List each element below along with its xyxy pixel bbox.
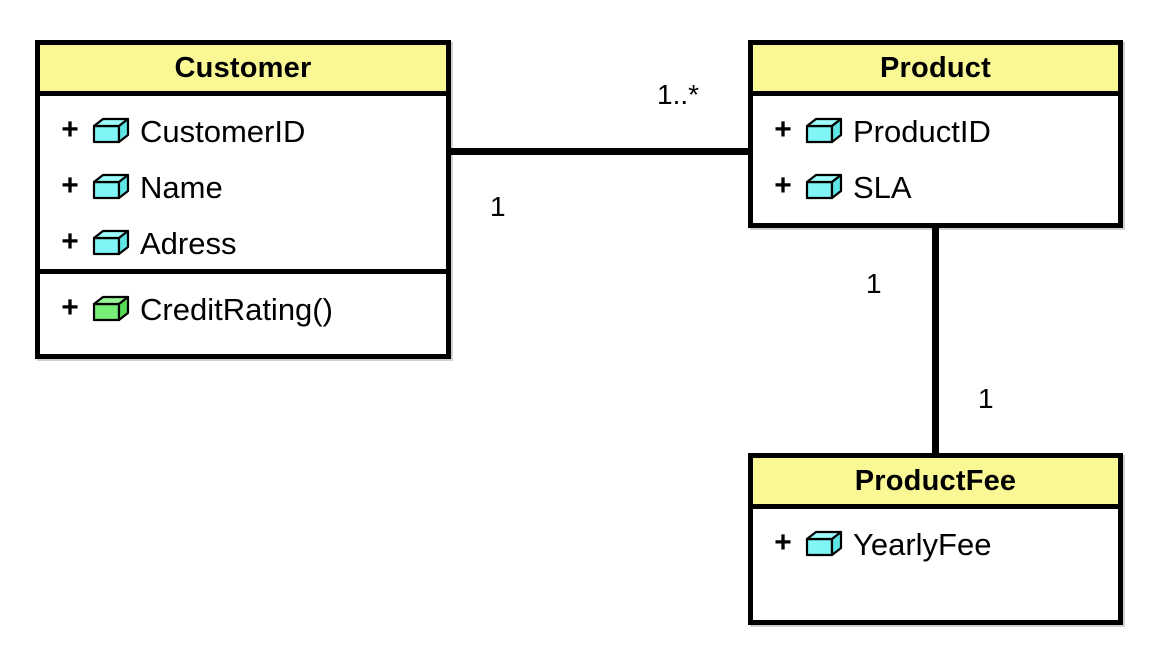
multiplicity-customer-side: 1 <box>490 191 506 222</box>
visibility-public-icon: + <box>61 225 79 258</box>
method-box-icon <box>92 295 132 323</box>
multiplicity-product-side: 1..* <box>657 79 700 110</box>
uml-attribute-label: Adress <box>140 225 237 261</box>
uml-class-productfee-attributes: + YearlyFee <box>753 509 1118 620</box>
uml-class-customer-methods: + CreditRating() <box>40 269 446 349</box>
visibility-public-icon: + <box>774 526 792 559</box>
uml-class-product[interactable]: Product + ProductID + <box>748 40 1123 228</box>
visibility-public-icon: + <box>61 291 79 324</box>
uml-method-label: CreditRating() <box>140 291 333 327</box>
attribute-box-icon <box>92 117 132 145</box>
uml-method-row[interactable]: + CreditRating() <box>40 280 446 336</box>
multiplicity-product-bottom-side: 1 <box>866 268 882 299</box>
uml-attribute-row[interactable]: + CustomerID <box>40 102 446 158</box>
uml-class-product-title: Product <box>753 45 1118 96</box>
attribute-box-icon <box>92 173 132 201</box>
visibility-public-icon: + <box>774 113 792 146</box>
uml-attribute-label: SLA <box>853 169 912 205</box>
visibility-public-icon: + <box>61 169 79 202</box>
uml-attribute-row[interactable]: + ProductID <box>753 102 1118 158</box>
attribute-box-icon <box>92 229 132 257</box>
visibility-public-icon: + <box>61 113 79 146</box>
uml-attribute-label: YearlyFee <box>853 526 992 562</box>
uml-attribute-row[interactable]: + SLA <box>753 158 1118 214</box>
uml-class-customer-attributes: + CustomerID + <box>40 96 446 269</box>
uml-class-customer-title: Customer <box>40 45 446 96</box>
uml-class-productfee-title: ProductFee <box>753 458 1118 509</box>
uml-attribute-row[interactable]: + Adress <box>40 214 446 270</box>
multiplicity-productfee-side: 1 <box>978 383 994 414</box>
uml-class-product-attributes: + ProductID + <box>753 96 1118 223</box>
uml-class-customer[interactable]: Customer + CustomerID + <box>35 40 451 359</box>
uml-attribute-label: ProductID <box>853 113 991 149</box>
association-line-product-productfee[interactable] <box>932 225 939 457</box>
uml-attribute-label: Name <box>140 169 223 205</box>
uml-attribute-row[interactable]: + YearlyFee <box>753 515 1118 571</box>
attribute-box-icon <box>805 530 845 558</box>
uml-attribute-label: CustomerID <box>140 113 306 149</box>
association-line-customer-product[interactable] <box>450 148 750 155</box>
attribute-box-icon <box>805 173 845 201</box>
visibility-public-icon: + <box>774 169 792 202</box>
attribute-box-icon <box>805 117 845 145</box>
uml-class-productfee[interactable]: ProductFee + YearlyFee <box>748 453 1123 625</box>
uml-attribute-row[interactable]: + Name <box>40 158 446 214</box>
